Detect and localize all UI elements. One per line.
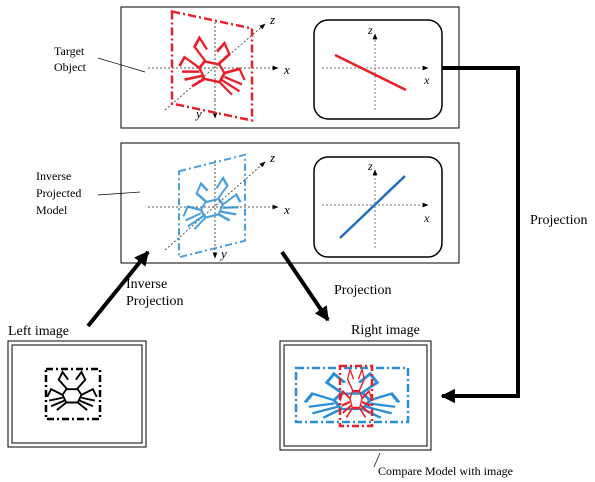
target-inset-z-label: z (367, 23, 373, 37)
target-caption-line2: Object (54, 60, 87, 74)
inverse-inset-x-label: x (423, 211, 430, 225)
projection-arrow-right (440, 66, 520, 404)
right-image-title: Right image (351, 323, 420, 338)
inverse-caption-line3: Model (36, 203, 68, 217)
arrows (86, 66, 520, 404)
compare-caption: Compare Model with image (378, 464, 513, 478)
inverse-projection-arrow (86, 250, 150, 328)
inverse-x-label: x (283, 202, 290, 217)
inverse-projection-label-line2: Projection (126, 294, 184, 309)
projection-label-right: Projection (530, 213, 588, 228)
target-projection-inset: z x (313, 19, 443, 120)
left-image: Left image (7, 324, 147, 448)
target-object-shape (170, 9, 254, 123)
target-caption: Target Object (54, 44, 146, 74)
inverse-model-shape (178, 153, 246, 259)
target-projected-line (334, 53, 407, 92)
target-z-label: z (269, 12, 275, 27)
inverse-z-label: z (269, 150, 275, 165)
target-y-label: y (194, 106, 202, 121)
inverse-projected-line (339, 175, 406, 239)
inverse-y-label: y (219, 246, 227, 261)
projection-arrow-middle (280, 250, 330, 322)
inverse-projection-inset: z x (313, 156, 443, 258)
left-image-shape (44, 367, 102, 421)
right-image-model-overlay (294, 366, 410, 424)
target-x-label: x (283, 62, 290, 77)
inverse-caption: Inverse Projected Model (36, 169, 141, 217)
inverse-caption-line1: Inverse (36, 169, 71, 183)
inverse-panel: z x y z x (120, 142, 460, 264)
target-inset-x-label: x (423, 73, 430, 87)
projection-label-middle: Projection (334, 283, 392, 298)
target-caption-line1: Target (54, 44, 85, 58)
inverse-caption-line2: Projected (36, 186, 81, 200)
target-panel: z x y z x (120, 6, 460, 129)
left-image-title: Left image (8, 324, 69, 339)
inverse-projection-label-line1: Inverse (126, 277, 167, 292)
right-image-target-overlay (338, 364, 374, 428)
inverse-inset-z-label: z (367, 159, 373, 173)
right-image: Right image Compare Model with image (279, 323, 513, 478)
